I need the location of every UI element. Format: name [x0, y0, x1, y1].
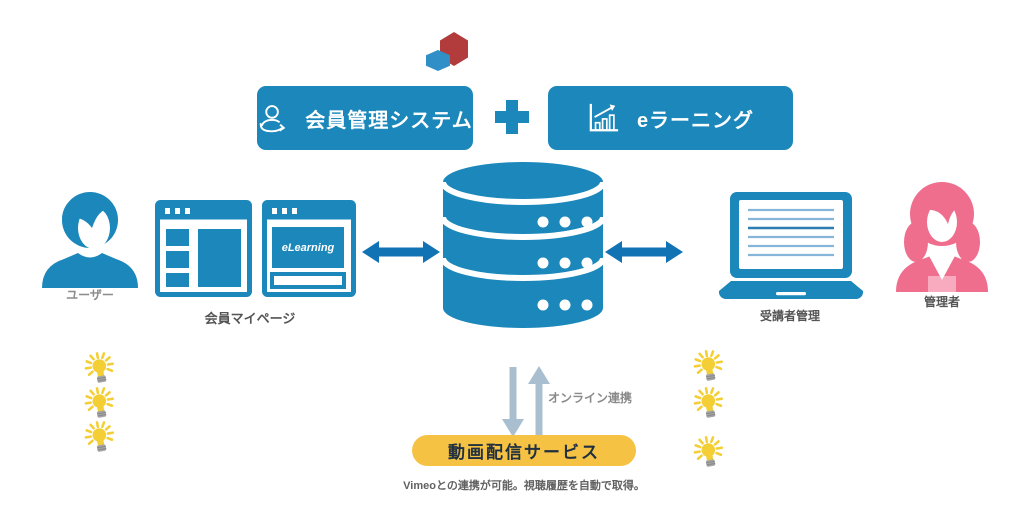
admin-label: 管理者 — [923, 295, 960, 309]
plus-icon — [495, 100, 529, 134]
logo-hexagon-blue-icon — [426, 50, 450, 71]
double-arrow-left-icon — [362, 241, 440, 263]
user-silhouette-icon — [42, 192, 138, 288]
elearning-window-icon: eLearning — [262, 200, 356, 297]
online-link-label: オンライン連携 — [548, 391, 633, 405]
laptop-icon — [718, 192, 864, 300]
laptop-label: 受講者管理 — [759, 309, 820, 323]
video-service-label: 動画配信サービス — [448, 443, 600, 462]
elearning-label: eラーニング — [636, 109, 755, 132]
admin-silhouette-icon — [896, 182, 988, 292]
elearning-box: eラーニング — [548, 86, 793, 150]
user-label: ユーザー — [66, 288, 114, 302]
lightbulb-icon — [82, 418, 117, 455]
member-system-label: 会員管理システム — [305, 109, 473, 132]
lightbulb-icon — [82, 384, 117, 421]
video-service-note: Vimeoとの連携が可能。視聴履歴を自動で取得。 — [403, 480, 645, 492]
database-icon — [441, 162, 605, 328]
elearning-screen-text: eLearning — [282, 242, 335, 254]
double-arrow-right-icon — [605, 241, 683, 263]
brand-logo — [420, 25, 480, 73]
lightbulb-icon — [691, 433, 726, 470]
lightbulb-icon — [691, 347, 726, 384]
bar-chart-growth-icon — [589, 103, 619, 132]
member-system-box: 会員管理システム — [257, 86, 473, 150]
member-person-icon — [260, 104, 286, 132]
browser-window-icon — [155, 200, 252, 297]
lightbulb-icon — [82, 349, 117, 386]
lightbulb-icon — [691, 384, 726, 421]
mypage-label: 会員マイページ — [204, 311, 296, 326]
video-service-badge: 動画配信サービス — [412, 435, 636, 466]
up-down-arrows-icon — [502, 366, 550, 437]
